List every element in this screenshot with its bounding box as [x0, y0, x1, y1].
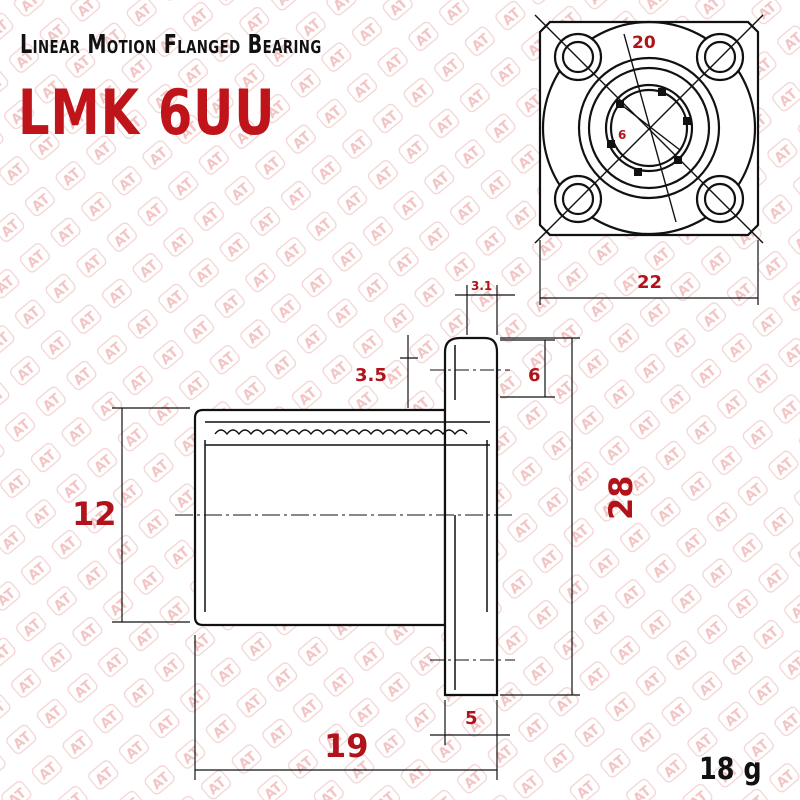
product-subtitle: Linear Motion Flanged Bearing — [20, 30, 322, 60]
dim-hole-dia: 6 — [528, 365, 541, 386]
end-view — [534, 14, 764, 244]
side-view — [175, 336, 515, 697]
dim-hole-offset: 3.5 — [355, 365, 387, 386]
dim-flange-thickness: 5 — [465, 708, 478, 729]
dim-bore: 6 — [618, 128, 626, 142]
dim-length: 19 — [324, 727, 369, 765]
dim-body-dia: 12 — [72, 495, 117, 533]
dim-flange-height: 28 — [602, 475, 640, 520]
dim-flange-width: 22 — [637, 272, 662, 293]
dim-flange-pcd: 20 — [632, 33, 656, 53]
dim-flange-offset: 3.1 — [471, 279, 492, 293]
weight-label: 18 g — [699, 752, 762, 787]
dimension-lines — [112, 240, 759, 780]
product-model: LMK 6UU — [18, 76, 276, 149]
